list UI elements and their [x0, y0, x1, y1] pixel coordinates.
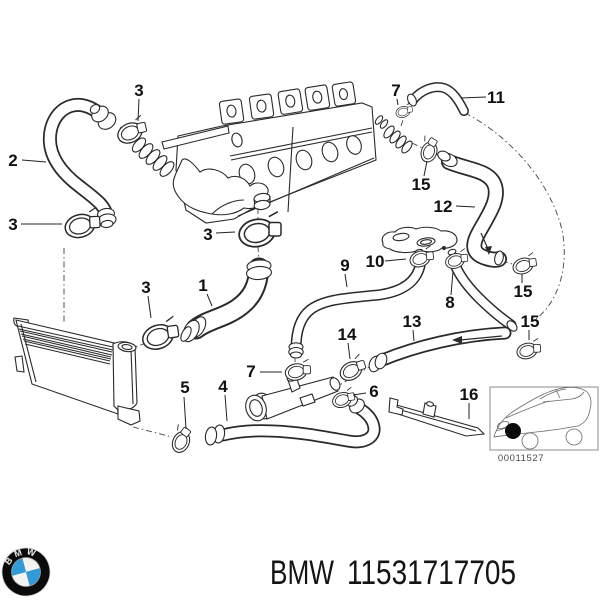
callout-6: 6: [369, 382, 378, 401]
callout-14: 14: [338, 325, 357, 344]
thermostat-bolt: [442, 246, 446, 250]
footer: BMW 11531717705: [270, 554, 516, 592]
thumbnail-caption: 00011527: [498, 453, 544, 464]
flow-arrow-hose-13: [459, 335, 503, 341]
callout-2: 2: [8, 151, 17, 170]
hose-13: [368, 326, 512, 373]
hose-8: [450, 261, 518, 332]
radiator: [13, 317, 141, 426]
engine-ribbed-stub-left: [131, 137, 175, 177]
callout-16: 16: [460, 385, 479, 404]
engine-front-cover: [172, 158, 269, 216]
callout-15a: 15: [412, 175, 431, 194]
engine-cam-towers: [218, 81, 357, 125]
footer-brand: BMW: [270, 554, 334, 592]
bmw-logo-quadrants: [11, 557, 41, 587]
hose-9: [288, 260, 426, 359]
engine-ribbed-stub-right: [374, 115, 413, 154]
callout-13: 13: [403, 312, 422, 331]
car-thumbnail: 00011527: [489, 386, 599, 464]
callout-11: 11: [487, 88, 505, 107]
callout-7-bottom: 7: [246, 362, 255, 381]
thumbnail-frame: [489, 386, 599, 451]
callout-9: 9: [340, 256, 349, 275]
engine-outlet-stub: [253, 192, 271, 211]
callout-leader-lines: [21, 96, 530, 430]
callout-12: 12: [434, 197, 453, 216]
callout-1: 1: [198, 276, 207, 295]
flow-arrow-hose-12: [480, 232, 489, 250]
callout-numbers: 2 3 3 3 3 1 7 11 15 12 15 9 10 8 13 14 1…: [8, 81, 539, 404]
pipe-end-branch: [329, 377, 341, 391]
hose-2: [42, 98, 117, 229]
engine-parting-line: [229, 127, 373, 157]
callout-5: 5: [180, 378, 189, 397]
callout-15c: 15: [521, 312, 540, 331]
callout-3-mid: 3: [203, 225, 212, 244]
hose-4: [204, 395, 381, 449]
routing-curve: [464, 112, 565, 322]
radiator-foot: [117, 405, 141, 426]
footer-part-number: 11531717705: [347, 554, 516, 592]
callout-3-bottom: 3: [141, 278, 150, 297]
holder-bracket: [388, 397, 486, 437]
radiator-core-fins: [17, 325, 114, 365]
callout-15b: 15: [514, 282, 533, 301]
callout-7-top: 7: [391, 81, 400, 100]
radiator-side-tab: [14, 355, 25, 373]
callout-3-left: 3: [8, 215, 17, 234]
callout-4: 4: [218, 377, 228, 396]
callout-3-top: 3: [134, 81, 143, 100]
engine-gasket-edge: [161, 125, 230, 150]
location-marker-dot: [505, 423, 521, 439]
callout-10: 10: [366, 252, 385, 271]
engine-cylinder-head: [131, 81, 413, 224]
callout-8: 8: [445, 293, 454, 312]
car-outline: [493, 386, 592, 450]
hose-12: [437, 150, 507, 268]
hose-1: [180, 257, 273, 343]
